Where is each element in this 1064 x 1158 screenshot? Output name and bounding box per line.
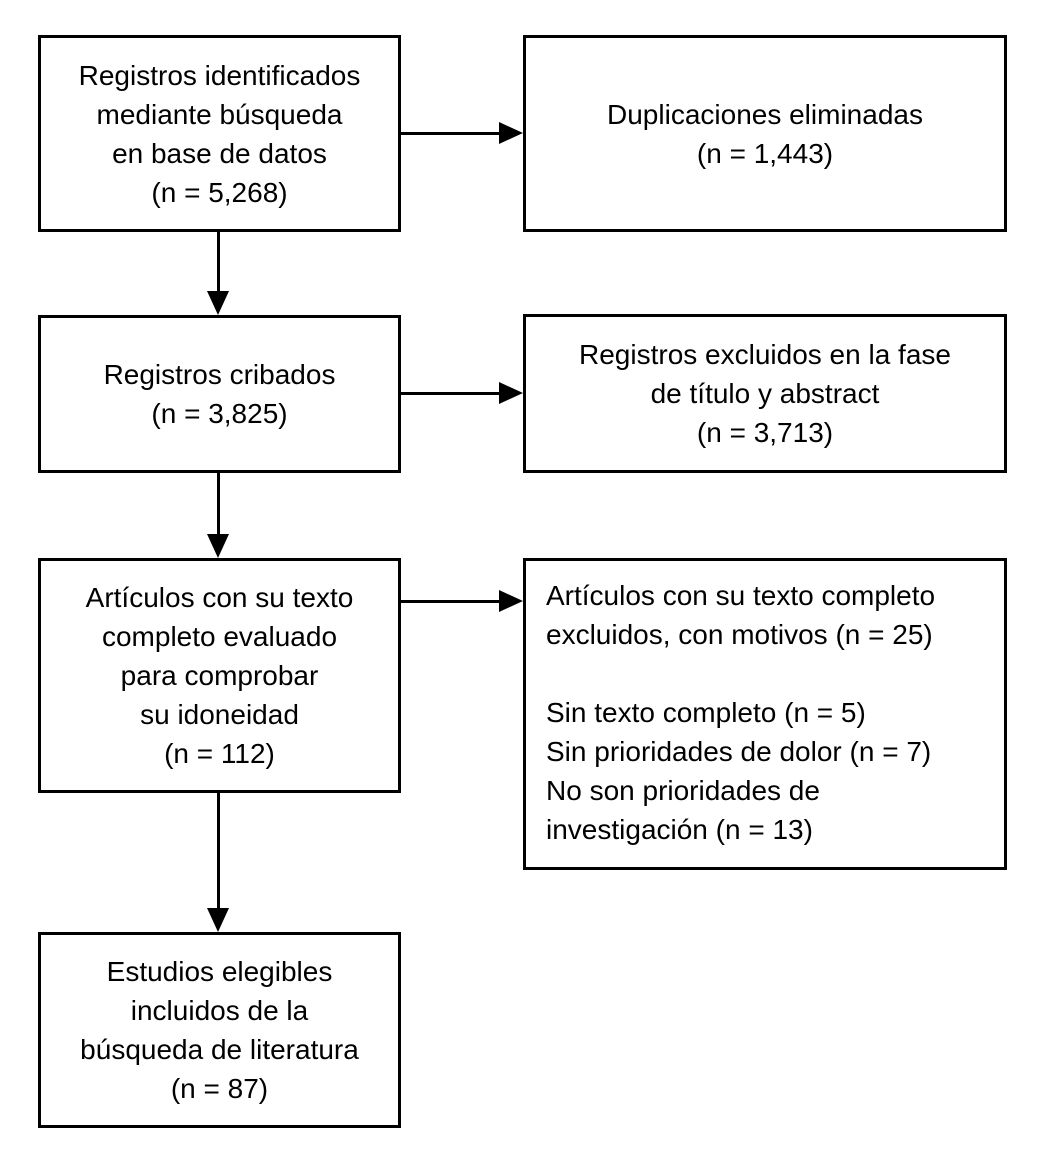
arrow-shaft bbox=[217, 473, 220, 536]
box-studies-included-text: Estudios elegibles incluidos de la búsqu… bbox=[80, 956, 359, 1104]
box-excluded-title-abstract-text: Registros excluidos en la fase de título… bbox=[579, 339, 951, 448]
box-duplicates-removed-text: Duplicaciones eliminadas (n = 1,443) bbox=[607, 98, 923, 169]
box-excluded-title-abstract: Registros excluidos en la fase de título… bbox=[523, 314, 1007, 473]
arrow-head-down-icon bbox=[207, 908, 229, 932]
arrow-shaft bbox=[217, 793, 220, 910]
arrow-shaft bbox=[401, 392, 501, 395]
box-fulltext-excluded: Artículos con su texto completo excluido… bbox=[523, 558, 1007, 870]
arrow-shaft bbox=[401, 600, 501, 603]
box-fulltext-assessed-text: Artículos con su texto completo evaluado… bbox=[85, 582, 354, 769]
box-fulltext-excluded-text: Artículos con su texto completo excluido… bbox=[546, 580, 936, 845]
arrow-shaft bbox=[401, 132, 501, 135]
box-records-screened-text: Registros cribados (n = 3,825) bbox=[103, 359, 336, 429]
arrow-head-down-icon bbox=[207, 534, 229, 558]
box-fulltext-assessed: Artículos con su texto completo evaluado… bbox=[38, 558, 401, 793]
arrow-shaft bbox=[217, 232, 220, 293]
box-studies-included: Estudios elegibles incluidos de la búsqu… bbox=[38, 932, 401, 1128]
box-records-identified: Registros identificados mediante búsqued… bbox=[38, 35, 401, 232]
box-duplicates-removed: Duplicaciones eliminadas (n = 1,443) bbox=[523, 35, 1007, 232]
arrow-head-right-icon bbox=[499, 122, 523, 144]
arrow-head-down-icon bbox=[207, 291, 229, 315]
box-records-identified-text: Registros identificados mediante búsqued… bbox=[78, 59, 361, 208]
arrow-head-right-icon bbox=[499, 382, 523, 404]
box-records-screened: Registros cribados (n = 3,825) bbox=[38, 315, 401, 473]
arrow-head-right-icon bbox=[499, 590, 523, 612]
